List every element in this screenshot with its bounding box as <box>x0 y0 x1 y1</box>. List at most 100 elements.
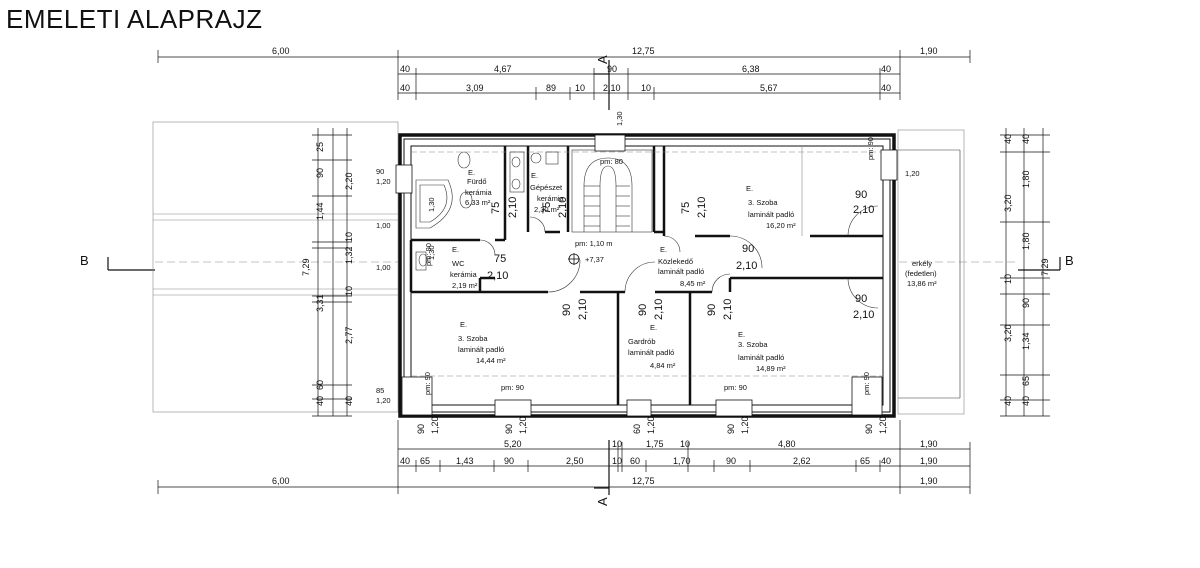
dim-right-total: 7,29 <box>1040 258 1050 276</box>
room-szoba2-l1: 3. Szoba <box>458 334 488 343</box>
dim-b1-i: 90 <box>864 424 874 434</box>
dim-b3-j: 2,62 <box>793 456 811 466</box>
door-7-h: 2,10 <box>653 299 665 320</box>
window-note-6: pm: 90 <box>424 243 433 266</box>
dim-top-2b: 4,67 <box>494 64 512 74</box>
dim-b1-e: 60 <box>632 424 642 434</box>
dim-right-k: 3,20 <box>1003 324 1013 342</box>
room-gepeszet-l1: Gépészet <box>530 183 563 192</box>
room-szoba1-l0: E. <box>746 184 753 193</box>
room-gepeszet: E. Gépészet kerámia 2,30 m² <box>530 171 565 214</box>
stair-note: pm: 1,10 m <box>575 239 613 248</box>
dim-b3-k: 65 <box>860 456 870 466</box>
window-note-2: pm: 90 <box>501 383 524 392</box>
room-szoba1: E. 3. Szoba laminált padló 16,20 m² <box>746 184 796 230</box>
room-furdo-l2: kerámia <box>465 188 493 197</box>
room-szoba3-l1: 3. Szoba <box>738 340 768 349</box>
dim-b3-b: 65 <box>420 456 430 466</box>
door-10-h: 2,10 <box>853 309 874 321</box>
room-furdo-l3: 6,33 m² <box>465 198 491 207</box>
door-5-h: 2,10 <box>487 270 508 282</box>
room-wc-l3: 2,19 m² <box>452 281 478 290</box>
dim-b1-j: 1,20 <box>878 416 888 434</box>
dim-b4-b: 12,75 <box>632 476 655 486</box>
room-szoba3: E. 3. Szoba laminált padló 14,89 m² <box>738 330 786 373</box>
dim-top-3d: 10 <box>575 83 585 93</box>
dim-b3-h: 1,70 <box>673 456 691 466</box>
dim-right-j: 3,20 <box>1003 194 1013 212</box>
misc-8: 1,20 <box>905 169 920 178</box>
window-note-3: pm: 90 <box>724 383 747 392</box>
door-2-h: 2,10 <box>557 197 569 218</box>
door-8-h: 2,10 <box>722 299 734 320</box>
dim-left-total: 7,29 <box>301 258 311 276</box>
dim-right-d: 10 <box>1003 274 1013 284</box>
dim-left-k: 2,77 <box>344 326 354 344</box>
door-8-w: 90 <box>706 304 718 316</box>
dim-top-3g: 5,67 <box>760 83 778 93</box>
dim-b3-l: 40 <box>881 456 891 466</box>
misc-3: 85 <box>376 386 384 395</box>
room-gardrob-l0: E. <box>650 323 657 332</box>
misc-9: 1,30 <box>615 111 624 126</box>
door-4-h: 2,10 <box>736 260 757 272</box>
room-kozlekedo-l0: E. <box>660 245 667 254</box>
level-value: +7,37 <box>585 255 604 264</box>
dim-top-1a: 6,00 <box>272 46 290 56</box>
dim-right-a: 40 <box>1021 134 1031 144</box>
dim-b3-f: 10 <box>612 456 622 466</box>
dim-right-i: 40 <box>1003 134 1013 144</box>
drawing-title: EMELETI ALAPRAJZ <box>6 4 263 34</box>
dim-left-l: 40 <box>344 396 354 406</box>
dim-right-b: 1,80 <box>1021 170 1031 188</box>
room-kozlekedo: E. Közlekedő laminált padló 8,45 m² <box>658 245 706 288</box>
room-wc: E. WC kerámia 2,19 m² <box>450 245 478 290</box>
misc-4: 1,20 <box>376 396 391 405</box>
dim-b1-g: 90 <box>726 424 736 434</box>
dim-b1-d: 1,20 <box>518 416 528 434</box>
stair-pm: pm: 80 <box>600 157 623 166</box>
door-9-w: 90 <box>855 189 867 201</box>
dim-b1-b: 1,20 <box>430 416 440 434</box>
dim-b3-d: 90 <box>504 456 514 466</box>
dim-b1-a: 90 <box>416 424 426 434</box>
room-kozlekedo-l3: 8,45 m² <box>680 279 706 288</box>
bathroom-fixtures <box>415 151 559 271</box>
room-erkely-l1: (fedetlen) <box>905 269 937 278</box>
dim-b2-f: 1,90 <box>920 439 938 449</box>
misc-10: 1,30 <box>427 245 436 260</box>
misc-7: 90 <box>376 167 384 176</box>
room-szoba1-l1: 3. Szoba <box>748 198 778 207</box>
door-10-w: 90 <box>855 293 867 305</box>
door-1-h: 2,10 <box>507 197 519 218</box>
dim-top-2a: 40 <box>400 64 410 74</box>
room-furdo-l1: Fürdő <box>467 177 487 186</box>
bottom-dimensions: 90 1,20 90 1,20 60 1,20 90 1,20 90 1,20 … <box>157 416 971 494</box>
room-szoba3-l2: laminált padló <box>738 353 784 362</box>
dim-top-2e: 40 <box>881 64 891 74</box>
dim-b2-e: 4,80 <box>778 439 796 449</box>
room-gardrob-l3: 4,84 m² <box>650 361 676 370</box>
dim-left-f: 60 <box>315 380 325 390</box>
room-furdo: E. Fürdő kerámia 6,33 m² <box>465 168 493 207</box>
room-szoba1-l3: 16,20 m² <box>766 221 796 230</box>
dim-b3-i: 90 <box>726 456 736 466</box>
dim-right-l: 40 <box>1003 396 1013 406</box>
dim-top-2d: 6,38 <box>742 64 760 74</box>
dim-top-3b: 3,09 <box>466 83 484 93</box>
room-szoba3-l0: E. <box>738 330 745 339</box>
door-1-w: 75 <box>490 202 502 214</box>
dim-top-2c: 90 <box>607 64 617 74</box>
dim-b3-m: 1,90 <box>920 456 938 466</box>
door-7-w: 90 <box>637 304 649 316</box>
dim-left-j: 10 <box>344 286 354 296</box>
misc-labels: 1,30 1,20 85 1,20 1,00 1,00 90 1,20 1,30… <box>376 111 920 405</box>
dim-b4-c: 1,90 <box>920 476 938 486</box>
door-6-h: 2,10 <box>577 299 589 320</box>
room-gardrob-l1: Gardrób <box>628 337 656 346</box>
section-b-left-label: B <box>80 253 89 268</box>
room-kozlekedo-l1: Közlekedő <box>658 257 693 266</box>
dim-left-h: 2,20 <box>344 172 354 190</box>
misc-6: 1,00 <box>376 263 391 272</box>
